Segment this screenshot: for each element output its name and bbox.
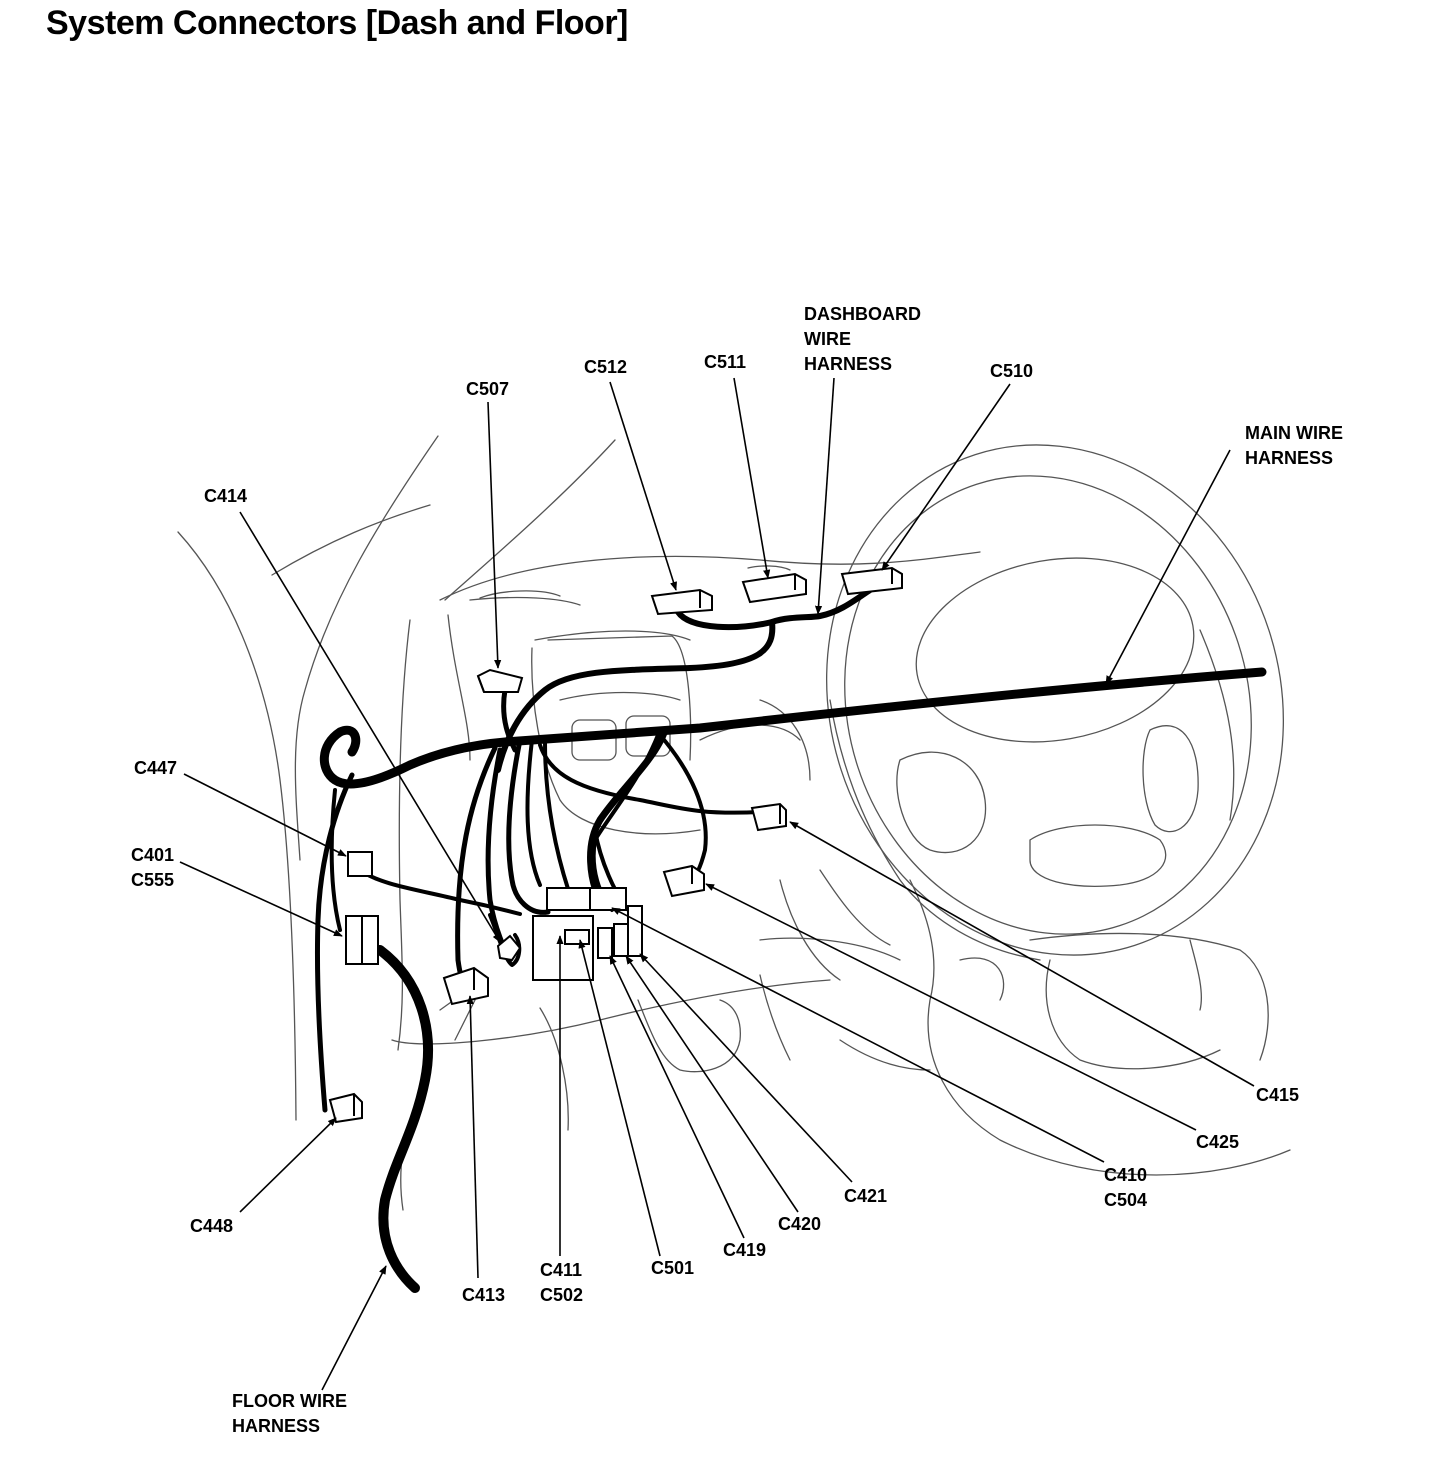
label-c413: C413 bbox=[462, 1285, 506, 1305]
label-c421: C421 bbox=[844, 1186, 888, 1206]
label-c501: C501 bbox=[651, 1258, 695, 1278]
page-title: System Connectors [Dash and Floor] bbox=[46, 4, 628, 42]
leader-c410 bbox=[611, 907, 1105, 1163]
c420-connector bbox=[613, 923, 629, 957]
c512-connector bbox=[650, 588, 713, 616]
label-c411: C411 bbox=[540, 1260, 583, 1280]
c411-c502-block bbox=[532, 887, 594, 981]
leader-c413 bbox=[466, 995, 479, 1279]
leader-c448 bbox=[239, 1117, 337, 1213]
label-c411-c502: C411 C502 bbox=[540, 1258, 583, 1308]
leader-main bbox=[1105, 449, 1231, 685]
label-c448: C448 bbox=[190, 1216, 234, 1236]
c421-connector bbox=[627, 905, 643, 957]
leader-c511 bbox=[733, 377, 771, 579]
label-c447: C447 bbox=[134, 758, 178, 778]
leader-c414 bbox=[239, 511, 501, 943]
dashboard-outline bbox=[177, 435, 1291, 1211]
label-c401: C401 bbox=[131, 845, 175, 865]
leader-c501 bbox=[578, 939, 661, 1257]
wire-harnesses bbox=[314, 587, 1267, 1293]
c510-connector bbox=[840, 566, 903, 596]
leader-c510 bbox=[881, 383, 1011, 571]
c511-connector bbox=[741, 572, 807, 604]
label-c410-c504: C410 C504 bbox=[1104, 1163, 1147, 1213]
label-main-harness: MAIN WIRE HARNESS bbox=[1245, 421, 1343, 471]
leader-c507 bbox=[487, 401, 502, 669]
leader-dashboard bbox=[814, 377, 835, 615]
leader-c415 bbox=[789, 821, 1255, 1087]
c401-c555-connector bbox=[345, 915, 379, 965]
leader-c421 bbox=[639, 953, 853, 1183]
label-floor-harness: FLOOR WIRE HARNESS bbox=[232, 1389, 347, 1439]
leader-c425 bbox=[705, 883, 1197, 1131]
main-harness-line-1: MAIN WIRE bbox=[1245, 423, 1343, 443]
dashboard-harness-line-1: DASHBOARD bbox=[804, 304, 921, 324]
main-wire-harness bbox=[319, 667, 1267, 789]
c415-connector bbox=[750, 802, 787, 832]
floor-harness-line-2: HARNESS bbox=[232, 1416, 321, 1436]
leader-c512 bbox=[609, 381, 677, 591]
leader-c420 bbox=[625, 955, 799, 1213]
dashboard-wire-harness bbox=[675, 587, 873, 631]
dashboard-harness-line-3: HARNESS bbox=[804, 354, 893, 374]
label-c425: C425 bbox=[1196, 1132, 1240, 1152]
c410-c504-block bbox=[589, 887, 627, 911]
label-c504: C504 bbox=[1104, 1190, 1148, 1210]
c413-connector bbox=[442, 966, 489, 1006]
label-c414: C414 bbox=[204, 486, 248, 506]
label-c419: C419 bbox=[723, 1240, 767, 1260]
leader-floor bbox=[321, 1265, 387, 1391]
label-c420: C420 bbox=[778, 1214, 822, 1234]
leader-c401 bbox=[179, 861, 343, 937]
c419-connector bbox=[597, 927, 613, 959]
c447-connector bbox=[347, 851, 373, 877]
leader-c447 bbox=[183, 773, 347, 857]
c448-connector bbox=[328, 1092, 363, 1124]
label-c510: C510 bbox=[990, 361, 1034, 381]
label-c512: C512 bbox=[584, 357, 628, 377]
label-c502: C502 bbox=[540, 1285, 584, 1305]
leader-lines bbox=[179, 377, 1255, 1391]
main-harness-line-2: HARNESS bbox=[1245, 448, 1334, 468]
floor-harness-line-1: FLOOR WIRE bbox=[232, 1391, 347, 1411]
c507-connector bbox=[476, 668, 524, 693]
leader-c419 bbox=[609, 955, 745, 1239]
c501-connector bbox=[564, 929, 590, 945]
label-c401-c555: C401 C555 bbox=[131, 843, 174, 893]
c414-connector bbox=[496, 934, 522, 962]
c425-connector bbox=[662, 864, 705, 898]
label-c555: C555 bbox=[131, 870, 175, 890]
dashboard-harness-line-2: WIRE bbox=[804, 329, 851, 349]
label-c507: C507 bbox=[466, 379, 510, 399]
label-c410: C410 bbox=[1104, 1165, 1148, 1185]
connector-blocks bbox=[328, 566, 903, 1124]
label-dashboard-harness: DASHBOARD WIRE HARNESS bbox=[804, 302, 921, 377]
label-c415: C415 bbox=[1256, 1085, 1300, 1105]
floor-wire-harness bbox=[375, 945, 433, 1293]
label-c511: C511 bbox=[704, 352, 747, 372]
